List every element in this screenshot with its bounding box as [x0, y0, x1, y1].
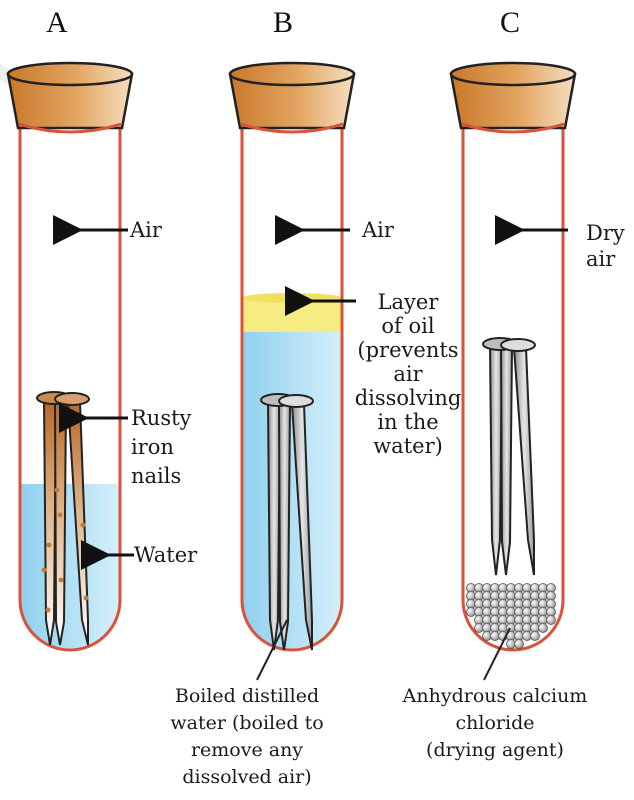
label-line: of oil: [381, 314, 435, 338]
caption-line: chloride: [455, 712, 535, 734]
tube-b-water: [242, 330, 342, 650]
caption-line: remove any: [190, 739, 304, 761]
tube-a-water: [20, 484, 120, 650]
label-line: in the: [377, 410, 439, 434]
label-line: dissolving: [354, 386, 462, 410]
granule: [514, 639, 524, 649]
label-water-a: Water: [134, 543, 198, 567]
caption-line: water (boiled to: [170, 712, 324, 734]
tube-a-rusty-nails: [36, 391, 90, 646]
tube-b-oil: [242, 298, 342, 332]
tube-b-iron-nails: [260, 393, 314, 651]
tube-a-glass: [18, 120, 122, 652]
caption-line: Boiled distilled: [174, 685, 320, 707]
caption-line: dissolved air): [182, 766, 312, 788]
label-line: Rusty: [131, 406, 192, 430]
label-line: air: [393, 362, 423, 386]
label-line: iron: [131, 435, 174, 459]
tube-a: [6, 61, 134, 652]
label-line: Layer: [377, 290, 439, 314]
caption-line: (drying agent): [426, 739, 564, 761]
label-line: nails: [131, 464, 182, 488]
pointer-water-b: [256, 619, 288, 681]
caption-calcium-chloride: Anhydrous calcium chloride (drying agent…: [372, 683, 618, 764]
label-dry-air: Dry air: [586, 220, 625, 272]
tube-a-cork-top: [6, 61, 134, 87]
caption-line: Anhydrous calcium: [402, 685, 588, 707]
tube-b-glass: [240, 120, 344, 652]
tube-a-cork-band: [18, 122, 122, 134]
tube-b: [228, 61, 356, 681]
label-line: Dry: [586, 221, 625, 245]
label-rusty-nails: Rusty iron nails: [131, 404, 191, 491]
label-air-b: Air: [362, 218, 394, 242]
label-line: air: [586, 247, 616, 271]
tube-c-iron-nails: [482, 337, 536, 576]
label-air-a: Air: [130, 218, 162, 242]
granule: [546, 615, 556, 625]
tube-a-letter: A: [46, 6, 68, 39]
label-line: (prevents: [357, 338, 459, 362]
tube-c: [449, 61, 577, 681]
granule: [538, 623, 548, 633]
tube-b-letter: B: [273, 6, 294, 39]
calcium-chloride-granules: [466, 583, 556, 649]
tube-c-letter: C: [500, 6, 521, 39]
label-line: water): [373, 434, 443, 458]
tube-c-glass: [461, 120, 565, 652]
caption-boiled-water: Boiled distilled water (boiled to remove…: [150, 683, 344, 791]
pointer-calcium-c: [483, 627, 511, 681]
granule: [530, 631, 540, 641]
label-oil-layer: Layer of oil (prevents air dissolving in…: [350, 290, 466, 458]
